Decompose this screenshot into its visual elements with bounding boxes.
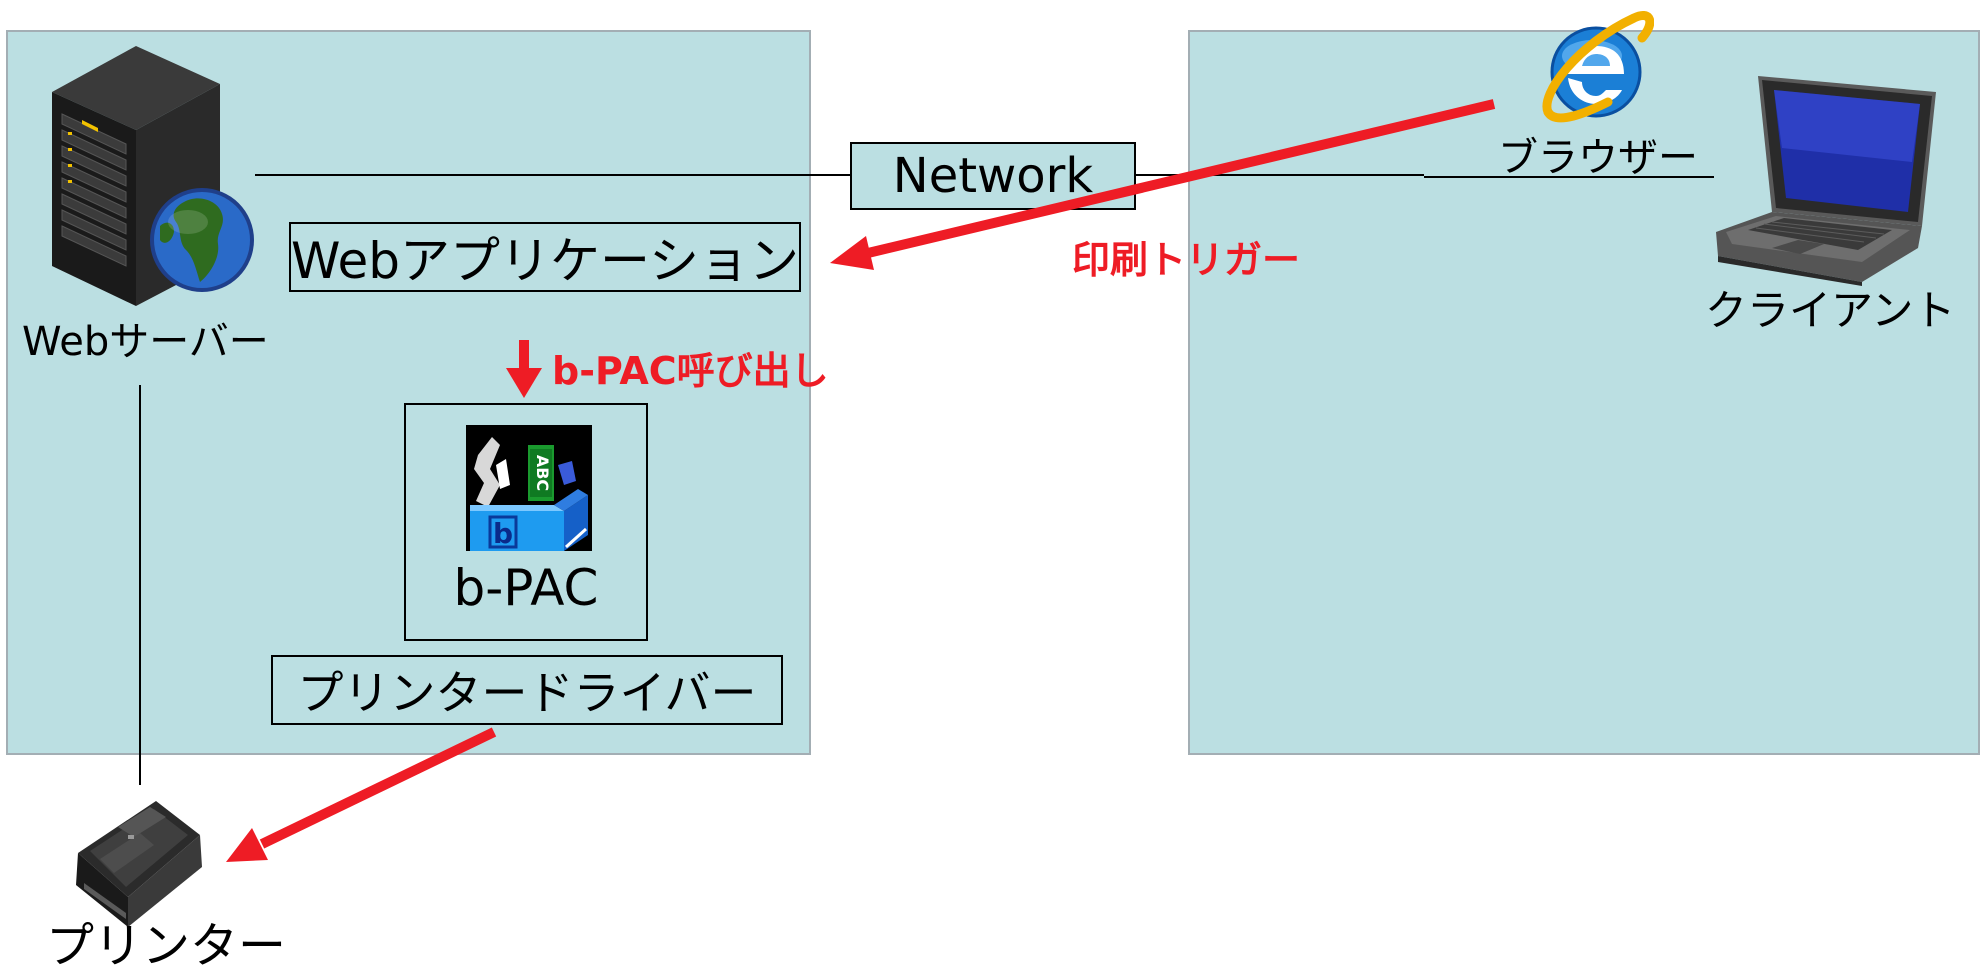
server-globe-icon <box>52 46 254 306</box>
printer-connector-line <box>139 385 141 785</box>
webserver-label: Webサーバー <box>22 319 269 365</box>
laptop-icon <box>1716 76 1936 286</box>
network-line-left <box>255 174 850 176</box>
bpac-call-label: b-PAC呼び出し <box>552 349 829 393</box>
printer-icon <box>76 801 202 927</box>
bpac-box: ABC b b-PAC <box>404 403 648 641</box>
network-line-right <box>1136 174 1424 176</box>
svg-text:b: b <box>493 517 513 550</box>
printer-driver-label: プリンタードライバー <box>297 666 757 720</box>
webapp-label: Webアプリケーション <box>291 232 800 290</box>
network-label: Network <box>892 148 1094 204</box>
network-box: Network <box>850 142 1136 210</box>
browser-label: ブラウザー <box>1498 135 1698 181</box>
print-trigger-label: 印刷トリガー <box>1072 238 1301 282</box>
printer-driver-box: プリンタードライバー <box>271 655 783 725</box>
browser-underline <box>1424 176 1714 178</box>
bpac-label: b-PAC <box>453 559 599 617</box>
client-label: クライアント <box>1705 286 1956 335</box>
webapp-box: Webアプリケーション <box>289 222 801 292</box>
printer-label: プリンター <box>46 918 287 974</box>
browser-ie-icon <box>1542 11 1654 123</box>
svg-text:ABC: ABC <box>533 455 552 491</box>
bpac-icon: ABC b <box>466 425 592 551</box>
down-arrow-icon <box>506 340 542 398</box>
